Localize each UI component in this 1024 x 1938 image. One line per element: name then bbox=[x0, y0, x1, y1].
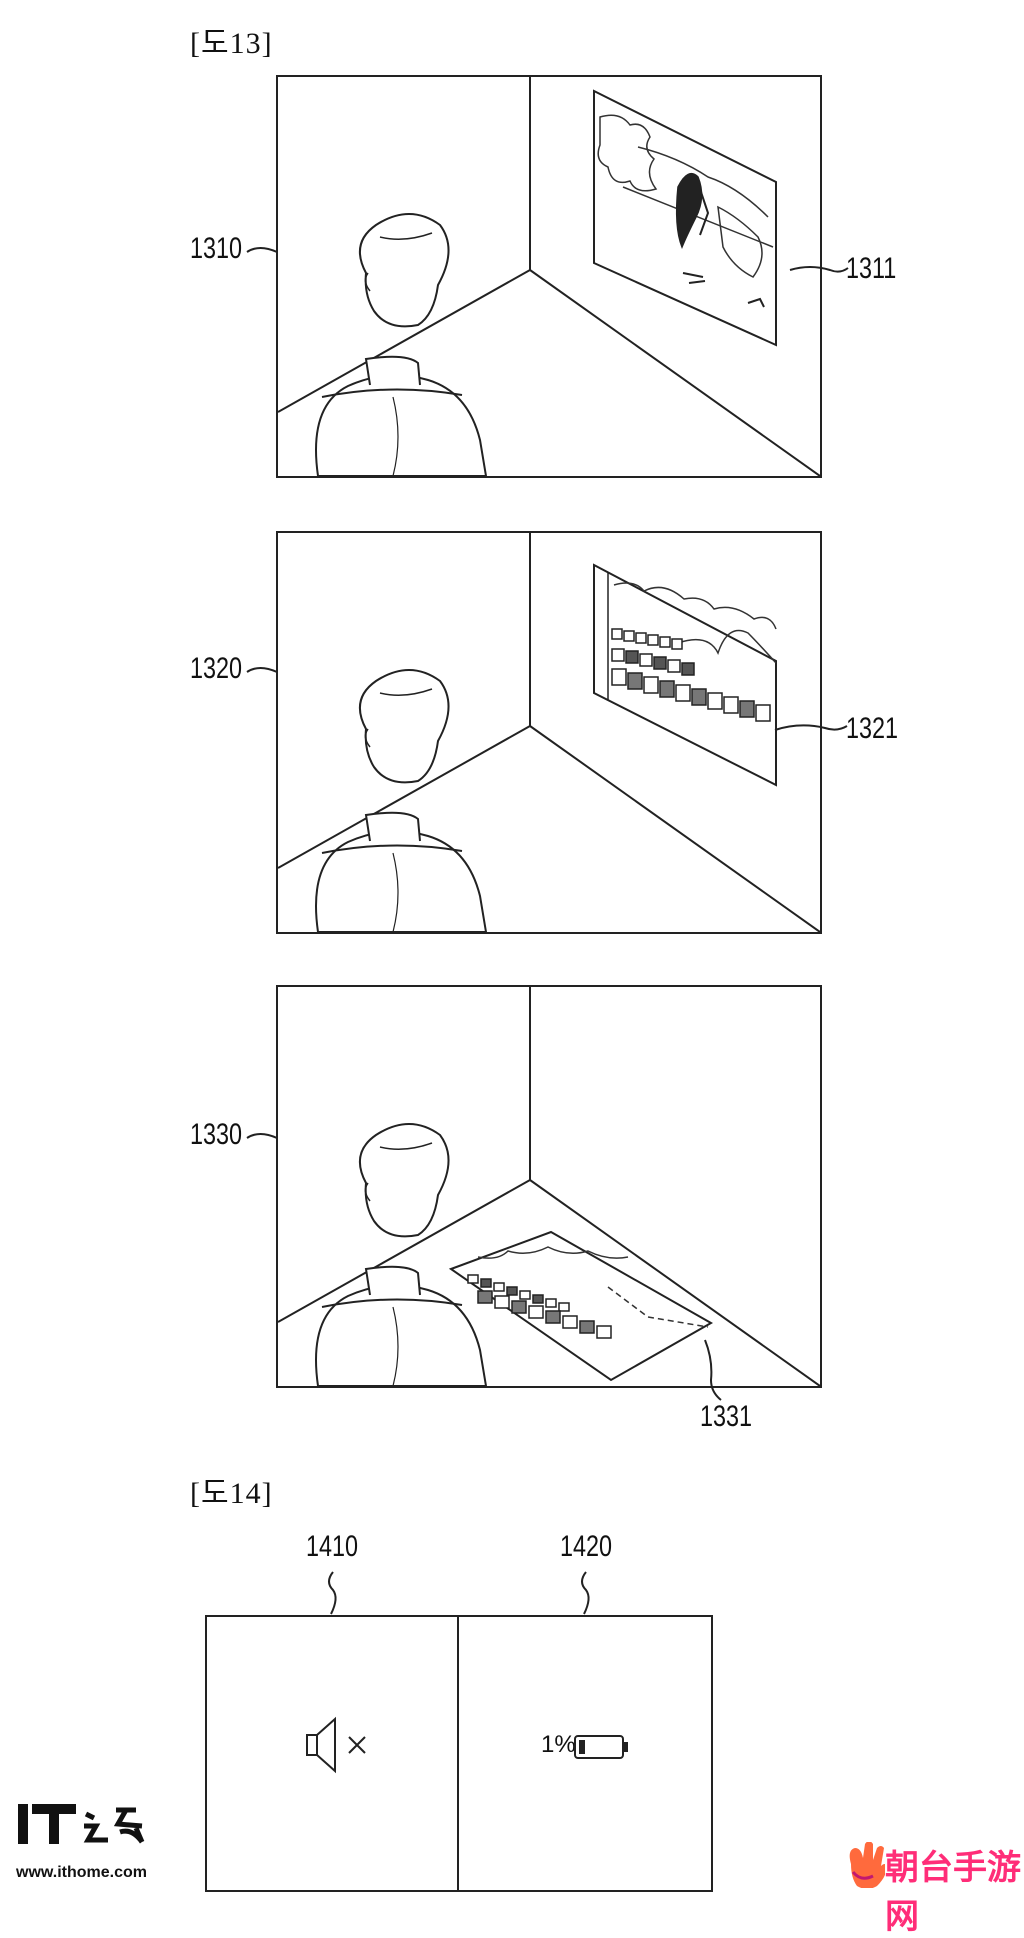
room-scene-floor-ui bbox=[278, 987, 820, 1386]
ref-label-1311: 1311 bbox=[846, 252, 897, 285]
status-box-1410 bbox=[205, 1615, 459, 1892]
panel-1330 bbox=[276, 985, 822, 1388]
ref-label-1331: 1331 bbox=[700, 1400, 753, 1433]
person-figure bbox=[315, 213, 488, 476]
ref-label-1410: 1410 bbox=[306, 1530, 359, 1563]
ref-label-1310: 1310 bbox=[190, 232, 243, 265]
panel-1310 bbox=[276, 75, 822, 478]
battery-low-icon bbox=[574, 1735, 628, 1759]
person-figure bbox=[315, 669, 488, 932]
figure-13-label: [도13] bbox=[190, 27, 273, 60]
person-figure bbox=[315, 1123, 488, 1386]
ithome-logo bbox=[16, 1800, 156, 1860]
projected-photo bbox=[593, 89, 777, 347]
panel-1320 bbox=[276, 531, 822, 934]
ref-label-1321: 1321 bbox=[846, 712, 899, 745]
ref-label-1420: 1420 bbox=[560, 1530, 613, 1563]
ref-label-1320: 1320 bbox=[190, 652, 243, 685]
projected-ui-floor bbox=[448, 1230, 714, 1382]
room-scene-wall-ui bbox=[278, 533, 820, 932]
projected-ui-screen bbox=[593, 563, 777, 787]
hand-logo-icon bbox=[849, 1842, 885, 1888]
battery-percent-text: 1% bbox=[541, 1731, 576, 1758]
ithome-logo-mark bbox=[18, 1804, 145, 1844]
ref-label-1330: 1330 bbox=[190, 1118, 243, 1151]
brand-watermark: 朝台手游网 bbox=[845, 1840, 1023, 1937]
room-scene-wall-photo bbox=[278, 77, 820, 476]
status-box-1420: 1% bbox=[457, 1615, 713, 1892]
speaker-mute-icon bbox=[306, 1716, 366, 1774]
brand-text: 朝台手游网 bbox=[885, 1848, 1021, 1937]
figure-14-label: [도14] bbox=[190, 1477, 273, 1510]
ithome-url: www.ithome.com bbox=[16, 1864, 147, 1881]
